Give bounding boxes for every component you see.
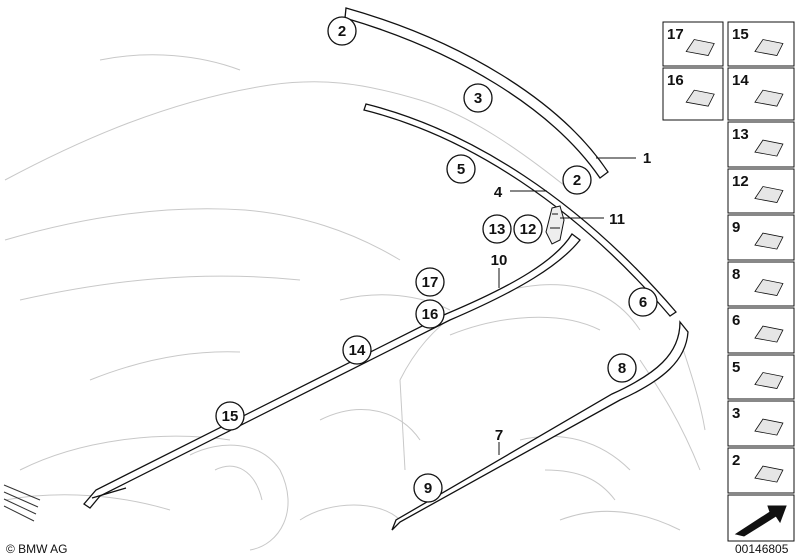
- part-cell-16: 16: [662, 67, 724, 121]
- callout-circle: [463, 83, 493, 113]
- part-number: 17: [667, 26, 684, 43]
- part-sketch: [754, 279, 784, 296]
- part-sketch: [754, 39, 784, 56]
- callout-14: 14: [342, 335, 372, 365]
- part-cell-8: 8: [727, 261, 795, 307]
- callout-label: 6: [639, 294, 647, 311]
- leader-label-7: 7: [495, 427, 503, 444]
- part-cell-9: 9: [727, 214, 795, 261]
- part-sketch: [754, 418, 784, 436]
- part-number: 9: [732, 219, 740, 236]
- callout-circle: [342, 335, 372, 365]
- trim-strip-top: [344, 7, 609, 179]
- copyright-text: © BMW AG: [6, 542, 68, 556]
- part-number: 14: [732, 72, 749, 89]
- part-number: 5: [732, 359, 740, 376]
- part-number: 8: [732, 266, 740, 283]
- trim-strip-drip-rail: [363, 103, 677, 317]
- part-cell-17: 17: [662, 21, 724, 67]
- part-cell-14: 14: [727, 67, 795, 121]
- callout-17: 17: [415, 267, 445, 297]
- callout-9: 9: [413, 473, 443, 503]
- grille-lines: [3, 484, 41, 522]
- callout-13: 13: [482, 214, 512, 244]
- leader-label-4: 4: [494, 184, 503, 201]
- callout-16: 16: [415, 299, 445, 329]
- diagram-id: 00146805: [735, 542, 789, 556]
- callout-label: 2: [338, 23, 346, 40]
- callout-5: 5: [446, 154, 476, 184]
- callout-circle: [215, 401, 245, 431]
- part-sketch: [754, 372, 784, 389]
- trim-strip-roof-side: [83, 233, 581, 509]
- callout-circle: [415, 267, 445, 297]
- part-cell-3: 3: [727, 400, 795, 447]
- callout-2: 2: [562, 165, 592, 195]
- callout-label: 5: [457, 161, 465, 178]
- callout-12: 12: [513, 214, 543, 244]
- part-sketch: [754, 232, 784, 250]
- car-body-sketch: [4, 54, 706, 551]
- leader-label-group: 1 4 11 10 7: [491, 150, 652, 444]
- callout-label: 13: [489, 221, 506, 238]
- arrow-box: [727, 494, 795, 542]
- trim-strip-lower: [391, 320, 689, 531]
- bracket-clip: [545, 205, 565, 245]
- callout-15: 15: [215, 401, 245, 431]
- part-sketch: [685, 89, 715, 107]
- parts-panel: 17 15 16 14 13 12 9 8 6 5 3 2: [662, 21, 795, 494]
- callout-circle: [446, 154, 476, 184]
- part-number: 16: [667, 72, 684, 89]
- part-number: 12: [732, 173, 749, 190]
- direction-arrow-icon: [734, 505, 787, 537]
- callout-circle: [562, 165, 592, 195]
- leader-label-1: 1: [643, 150, 651, 167]
- part-sketch: [754, 186, 784, 203]
- part-cell-6: 6: [727, 307, 795, 354]
- part-sketch: [754, 89, 784, 107]
- part-number: 13: [732, 126, 749, 143]
- callout-label: 15: [222, 408, 239, 425]
- part-number: 2: [732, 452, 740, 469]
- part-sketch: [754, 325, 784, 343]
- leader-lines: [498, 157, 636, 455]
- callout-2: 2: [327, 16, 357, 46]
- callout-label: 16: [422, 306, 439, 323]
- part-number: 15: [732, 26, 749, 43]
- leader-label-11: 11: [609, 211, 625, 228]
- callout-6: 6: [628, 287, 658, 317]
- callout-circle: [482, 214, 512, 244]
- callout-label: 14: [349, 342, 366, 359]
- part-number: 3: [732, 405, 740, 422]
- part-number: 6: [732, 312, 740, 329]
- callout-label: 9: [424, 480, 432, 497]
- callout-circle: [628, 287, 658, 317]
- part-sketch: [754, 465, 784, 483]
- part-cell-2: 2: [727, 447, 795, 494]
- part-cell-5: 5: [727, 354, 795, 400]
- part-sketch: [685, 39, 715, 56]
- callout-label: 17: [422, 274, 439, 291]
- callout-3: 3: [463, 83, 493, 113]
- callout-circle: [607, 353, 637, 383]
- callout-circle: [413, 473, 443, 503]
- part-sketch: [754, 139, 784, 157]
- callout-label: 3: [474, 90, 482, 107]
- callout-circle: [415, 299, 445, 329]
- callout-circle: [327, 16, 357, 46]
- part-cell-12: 12: [727, 168, 795, 214]
- callout-label: 12: [520, 221, 537, 238]
- callout-label: 8: [618, 360, 626, 377]
- callout-label: 2: [573, 172, 581, 189]
- leader-label-10: 10: [491, 252, 508, 269]
- part-cell-13: 13: [727, 121, 795, 168]
- callout-circle: [513, 214, 543, 244]
- callout-8: 8: [607, 353, 637, 383]
- part-cell-15: 15: [727, 21, 795, 67]
